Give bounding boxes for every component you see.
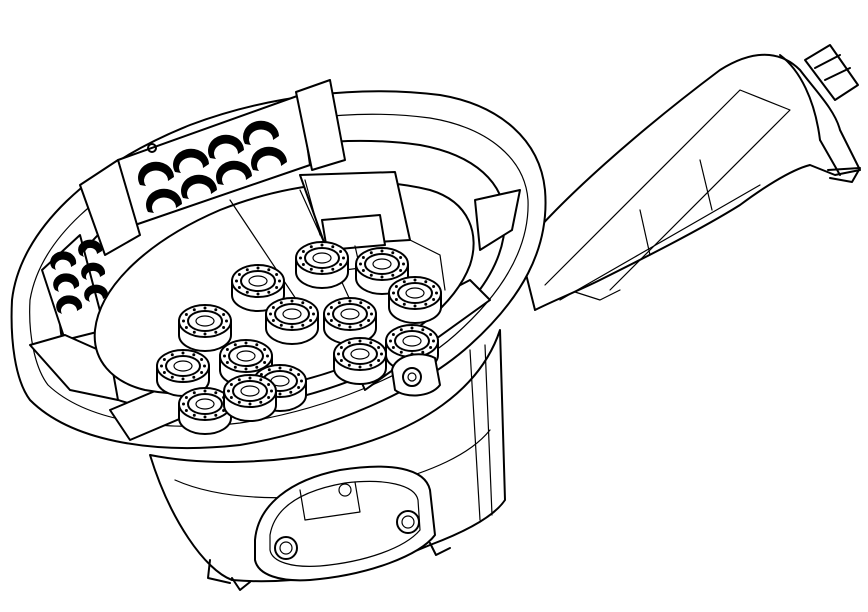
lens-module: [333, 337, 387, 385]
lens-module: [265, 297, 319, 345]
lens-array: [156, 241, 442, 435]
lens-module: [178, 304, 232, 352]
mounting-boss: [391, 353, 441, 397]
lens-module: [178, 387, 232, 435]
lens-module: [388, 276, 442, 324]
lens-module: [223, 374, 277, 422]
driver-module: [299, 171, 446, 291]
lens-module: [323, 297, 377, 345]
reflector-bank-top: [117, 94, 311, 226]
rim-pin: [147, 143, 157, 153]
lens-module: [295, 241, 349, 289]
handle-arm: [519, 44, 861, 311]
housing-access-window: [254, 465, 436, 582]
